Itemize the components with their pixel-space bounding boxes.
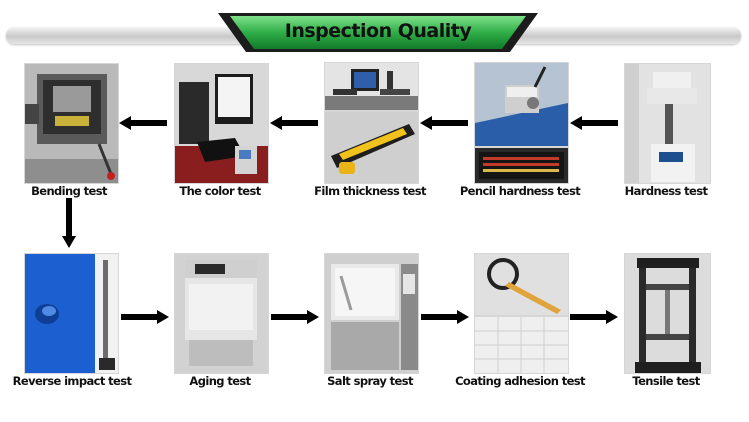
arrow-left-icon [270, 116, 318, 130]
reverse-impact-test-photo [24, 253, 119, 374]
hardness-test-photo [624, 63, 711, 184]
coating-adhesion-test-label: Coating adhesion test [455, 374, 585, 388]
bending-test-label: Bending test [31, 184, 107, 198]
coating-adhesion-test-photo-top [474, 253, 569, 316]
arrow-right-icon [271, 310, 319, 324]
page-title: Inspection Quality [218, 20, 538, 42]
arrow-down-icon [62, 198, 76, 248]
arrow-left-icon [570, 116, 618, 130]
salt-spray-test-label: Salt spray test [327, 374, 413, 388]
reverse-impact-test-label: Reverse impact test [13, 374, 132, 388]
tensile-test-photo [624, 253, 711, 374]
color-test-photo [174, 63, 269, 184]
aging-test-photo [174, 253, 269, 374]
color-test-label: The color test [179, 184, 260, 198]
coating-adhesion-test-photo-bottom [474, 316, 569, 374]
arrow-right-icon [421, 310, 469, 324]
hardness-test-label: Hardness test [625, 184, 708, 198]
arrow-left-icon [420, 116, 468, 130]
tensile-test-label: Tensile test [632, 374, 699, 388]
aging-test-label: Aging test [189, 374, 250, 388]
arrow-left-icon [119, 116, 167, 130]
pencil-hardness-test-photo-top [474, 62, 569, 147]
film-thickness-test-photo-top [324, 62, 419, 111]
film-thickness-test-label: Film thickness test [314, 184, 426, 198]
pencil-hardness-test-label: Pencil hardness test [460, 184, 580, 198]
arrow-right-icon [121, 310, 169, 324]
film-thickness-test-photo-bottom [324, 111, 419, 184]
arrow-right-icon [570, 310, 618, 324]
salt-spray-test-photo [324, 253, 419, 374]
pencil-hardness-test-photo-bottom [474, 147, 569, 184]
bending-test-photo [24, 63, 119, 184]
